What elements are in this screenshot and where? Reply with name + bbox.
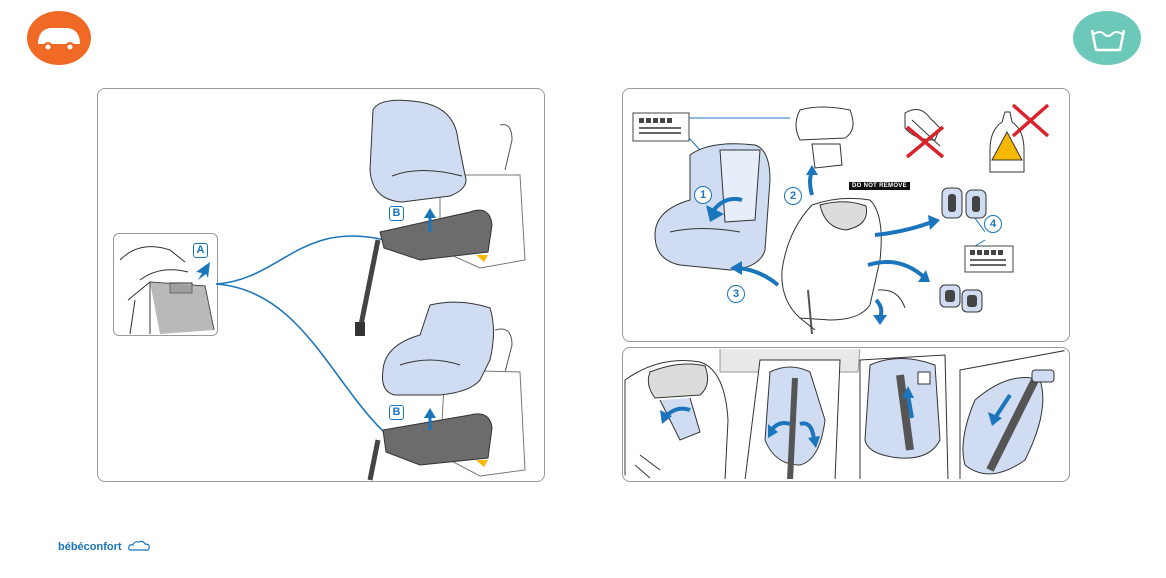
brand-logo: bébéconfort: [58, 540, 149, 554]
brand-name: bébéconfort: [58, 541, 122, 553]
cloud-icon: [127, 539, 151, 553]
